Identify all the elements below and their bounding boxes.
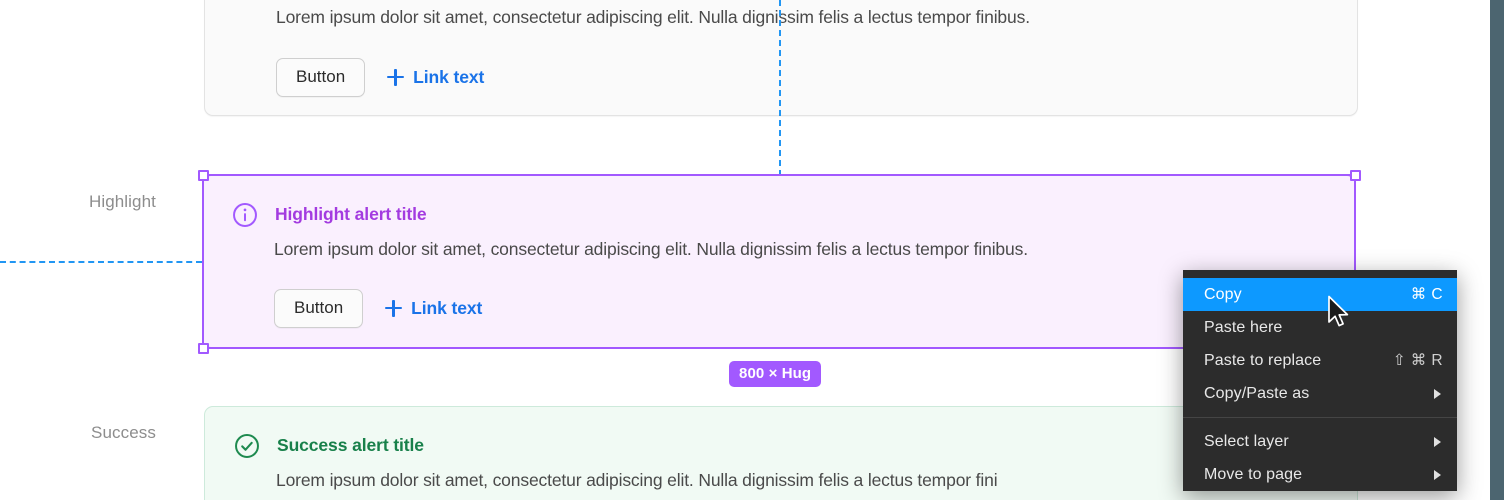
- menu-item-label: Paste here: [1204, 318, 1283, 336]
- alert-card-neutral[interactable]: Lorem ipsum dolor sit amet, consectetur …: [204, 0, 1358, 116]
- row-label-highlight: Highlight: [88, 192, 156, 211]
- alert-link[interactable]: Link text: [387, 67, 484, 88]
- selection-size-badge: 800 × Hug: [729, 361, 822, 387]
- alert-actions: Button Link text: [274, 289, 482, 328]
- menu-item-label: Copy/Paste as: [1204, 384, 1310, 402]
- alert-button[interactable]: Button: [276, 58, 366, 97]
- row-label-success: Success: [91, 423, 156, 442]
- alert-button[interactable]: Button: [274, 289, 364, 328]
- menu-item-paste-here[interactable]: Paste here: [1183, 311, 1457, 344]
- selection-handle-top-right[interactable]: [1350, 170, 1361, 181]
- alignment-guide-vertical: [779, 0, 781, 176]
- alignment-guide-horizontal: [0, 261, 202, 263]
- menu-item-shortcut: ⇧ ⌘ R: [1392, 352, 1443, 369]
- chevron-right-icon: [1434, 436, 1441, 447]
- menu-item-label: Copy: [1204, 285, 1242, 303]
- selection-edge-left: [202, 174, 204, 349]
- chevron-right-icon: [1434, 388, 1441, 399]
- menu-item-paste-to-replace[interactable]: Paste to replace ⇧ ⌘ R: [1183, 344, 1457, 377]
- menu-item-label: Move to page: [1204, 465, 1303, 483]
- alert-link[interactable]: Link text: [385, 298, 482, 319]
- alert-title: Highlight alert title: [275, 204, 427, 224]
- menu-separator: [1183, 417, 1457, 418]
- selection-handle-top-left[interactable]: [198, 170, 209, 181]
- menu-item-label: Paste to replace: [1204, 351, 1322, 369]
- alert-body-text: Lorem ipsum dolor sit amet, consectetur …: [276, 7, 1030, 27]
- right-edge-panel: [1490, 0, 1504, 500]
- chevron-right-icon: [1434, 469, 1441, 480]
- menu-item-move-to-page[interactable]: Move to page: [1183, 458, 1457, 491]
- alert-card-highlight[interactable]: Highlight alert title Lorem ipsum dolor …: [202, 175, 1356, 348]
- plus-icon: [387, 68, 405, 86]
- info-circle-icon: [231, 201, 259, 229]
- check-circle-icon: [233, 432, 261, 460]
- menu-item-copy[interactable]: Copy ⌘ C: [1183, 278, 1457, 311]
- selection-handle-bottom-left[interactable]: [198, 343, 209, 354]
- context-menu[interactable]: Copy ⌘ C Paste here Paste to replace ⇧ ⌘…: [1183, 270, 1457, 491]
- mouse-cursor: [1327, 295, 1351, 334]
- menu-item-select-layer[interactable]: Select layer: [1183, 425, 1457, 458]
- plus-icon: [385, 299, 403, 317]
- alert-link-label: Link text: [413, 66, 485, 87]
- selection-edge-bottom: [202, 347, 1356, 349]
- alert-body-text: Lorem ipsum dolor sit amet, consectetur …: [276, 470, 998, 490]
- menu-item-label: Select layer: [1204, 432, 1289, 450]
- selection-edge-top: [202, 174, 1356, 176]
- alert-card-success[interactable]: Success alert title Lorem ipsum dolor si…: [204, 406, 1358, 500]
- menu-item-copy-paste-as[interactable]: Copy/Paste as: [1183, 377, 1457, 410]
- alert-title: Success alert title: [277, 435, 424, 455]
- alert-actions: Button Link text: [276, 58, 484, 97]
- selection-edge-right: [1354, 174, 1356, 349]
- alert-body-text: Lorem ipsum dolor sit amet, consectetur …: [274, 239, 1028, 259]
- menu-item-shortcut: ⌘ C: [1410, 286, 1443, 303]
- alert-link-label: Link text: [411, 297, 483, 318]
